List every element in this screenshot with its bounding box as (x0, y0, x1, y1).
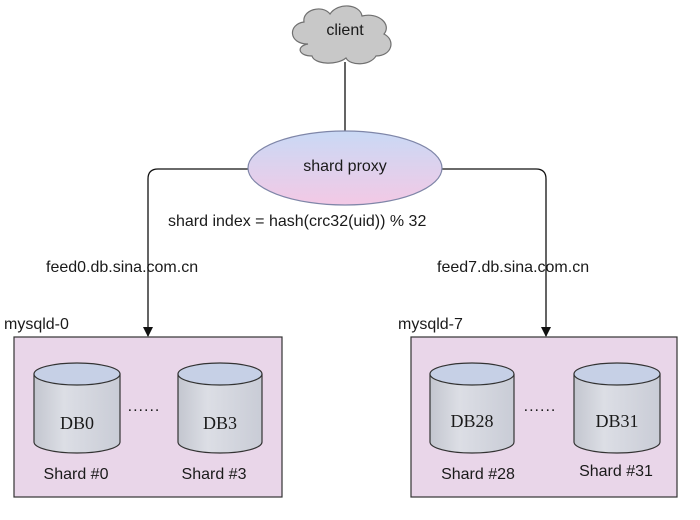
db-cylinder-db3 (177, 362, 263, 454)
proxy-left-arrow (143, 168, 250, 337)
db31-label: DB31 (595, 411, 639, 431)
db-cylinder-db31 (573, 362, 661, 454)
right-server-label: mysqld-7 (398, 316, 463, 333)
shard-28-label: Shard #28 (441, 466, 515, 483)
shard-proxy-label: shard proxy (303, 158, 387, 175)
left-server-label: mysqld-0 (4, 316, 69, 333)
shard-index-formula: shard index = hash(crc32(uid)) % 32 (168, 213, 427, 230)
shard-0-label: Shard #0 (43, 466, 109, 483)
proxy-right-arrow (442, 168, 551, 337)
db28-label: DB28 (450, 411, 494, 431)
right-host-label: feed7.db.sina.com.cn (437, 259, 590, 276)
shard-3-label: Shard #3 (181, 466, 247, 483)
db3-label: DB3 (202, 413, 238, 433)
db-cylinder-db28 (429, 362, 515, 454)
left-host-label: feed0.db.sina.com.cn (46, 259, 199, 276)
db-cylinder-db0 (33, 362, 121, 454)
client-label: client (326, 22, 364, 39)
shard-proxy-node (247, 130, 443, 206)
db0-label: DB0 (59, 413, 95, 433)
shard-31-label: Shard #31 (579, 463, 653, 480)
left-ellipsis: ...... (127, 398, 161, 415)
client-cloud-icon (291, 5, 392, 65)
right-ellipsis: ...... (523, 398, 557, 415)
